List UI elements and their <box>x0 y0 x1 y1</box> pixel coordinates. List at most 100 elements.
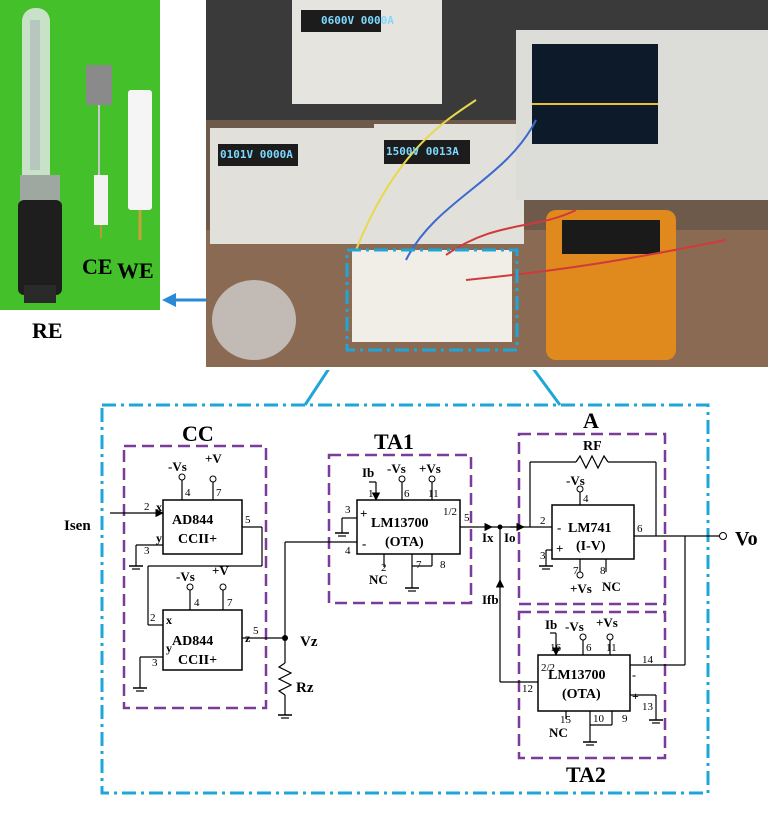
svg-text:7: 7 <box>227 597 233 609</box>
svg-text:+: + <box>632 689 639 703</box>
ad844-bot-sub: CCII+ <box>178 653 217 668</box>
ad844-bot-box <box>162 609 243 671</box>
lm741-sub: (I-V) <box>576 539 606 554</box>
svg-text:11: 11 <box>428 488 439 500</box>
svg-text:5: 5 <box>464 512 470 524</box>
svg-text:10: 10 <box>593 713 605 725</box>
ta1-neg: -Vs <box>387 461 406 476</box>
supply-top-display: 0600V 0000A <box>321 14 394 27</box>
rf-label: RF <box>583 439 602 454</box>
amp-title: A <box>583 408 599 433</box>
svg-text:14: 14 <box>642 654 654 666</box>
svg-text:9: 9 <box>622 713 628 725</box>
ad844-top-neg: -Vs <box>168 459 187 474</box>
ta1-ib: Ib <box>362 465 374 480</box>
ta2-sub: (OTA) <box>562 687 601 702</box>
ta1-sub: (OTA) <box>385 535 424 550</box>
ta2-name: LM13700 <box>548 668 606 683</box>
amp-block <box>517 432 667 606</box>
cc-title: CC <box>182 421 214 446</box>
svg-text:-: - <box>557 520 561 535</box>
svg-text:11: 11 <box>606 642 617 654</box>
supply-left-display: 0101V 0000A <box>220 148 293 161</box>
cc-block <box>122 444 268 710</box>
ta1-box <box>356 499 461 555</box>
lm741-box <box>551 504 635 560</box>
svg-text:7: 7 <box>216 487 222 499</box>
ad844-top-name: AD844 <box>172 513 213 528</box>
svg-text:12: 12 <box>522 683 533 695</box>
svg-text:1/2: 1/2 <box>443 506 457 518</box>
ad844-bot-neg: -Vs <box>176 569 195 584</box>
svg-text:16: 16 <box>550 642 562 654</box>
svg-text:y: y <box>166 641 172 655</box>
svg-text:6: 6 <box>404 488 410 500</box>
ta2-nc: NC <box>549 725 568 740</box>
ta2-block <box>517 610 667 760</box>
outer-frame <box>100 403 710 795</box>
ta2-pos: +Vs <box>596 615 618 630</box>
lm741-nc: NC <box>602 579 621 594</box>
svg-text:3: 3 <box>540 550 546 562</box>
svg-text:2: 2 <box>144 501 150 513</box>
svg-text:3: 3 <box>144 545 150 557</box>
svg-text:2: 2 <box>150 612 156 624</box>
lm741-neg: -Vs <box>566 473 585 488</box>
ix-label: Ix <box>482 530 494 545</box>
electrode-photo: CE WE <box>0 0 160 310</box>
isen-label: Isen <box>64 518 91 534</box>
svg-text:13: 13 <box>642 701 654 713</box>
io-label: Io <box>504 530 516 545</box>
svg-text:2/2: 2/2 <box>541 662 555 674</box>
svg-text:5: 5 <box>245 514 251 526</box>
photo-arrow-icon <box>162 293 206 307</box>
ad844-top-pos: +V <box>205 451 222 466</box>
svg-text:2: 2 <box>540 515 546 527</box>
ta1-nc: NC <box>369 572 388 587</box>
ta2-neg: -Vs <box>565 619 584 634</box>
ad844-bot-name: AD844 <box>172 634 213 649</box>
ad844-top-sub: CCII+ <box>178 532 217 547</box>
vz-label: Vz <box>300 634 318 650</box>
svg-text:4: 4 <box>185 487 191 499</box>
svg-text:4: 4 <box>583 493 589 505</box>
svg-text:x: x <box>156 500 162 514</box>
ifb-label: Ifb <box>482 592 499 607</box>
supply-right-display: 1500V 0013A <box>386 145 459 158</box>
svg-text:3: 3 <box>152 657 158 669</box>
svg-text:z: z <box>245 631 251 645</box>
svg-text:7: 7 <box>416 559 422 571</box>
ta1-title: TA1 <box>374 429 414 454</box>
svg-text:5: 5 <box>253 625 259 637</box>
svg-text:8: 8 <box>440 559 446 571</box>
ta1-pos: +Vs <box>419 461 441 476</box>
lm741-pos: +Vs <box>570 581 592 596</box>
circuit-schematic: CC TA1 A TA2 AD844 CCII+ -Vs +V 4 7 2 x … <box>64 370 758 795</box>
svg-text:7: 7 <box>573 565 579 577</box>
svg-text:y: y <box>156 531 162 545</box>
svg-text:1: 1 <box>368 488 374 500</box>
ta1-block <box>327 453 473 605</box>
svg-text:+: + <box>360 506 367 521</box>
svg-text:-: - <box>632 668 636 682</box>
svg-text:+: + <box>556 541 563 556</box>
svg-text:6: 6 <box>637 523 643 535</box>
svg-text:4: 4 <box>194 597 200 609</box>
svg-text:4: 4 <box>345 545 351 557</box>
re-label: RE <box>32 318 63 343</box>
ad844-bot-pos: +V <box>212 563 229 578</box>
ta2-box <box>537 654 631 712</box>
lm741-name: LM741 <box>568 521 612 536</box>
lab-setup-photo: 0600V 0000A 0101V 0000A 1500V 0013A <box>206 0 768 367</box>
svg-text:-: - <box>362 536 366 551</box>
we-label: WE <box>117 258 154 283</box>
ta1-name: LM13700 <box>371 516 429 531</box>
svg-text:6: 6 <box>586 642 592 654</box>
vo-label: Vo <box>735 528 758 550</box>
svg-text:2: 2 <box>381 562 387 574</box>
rz-label: Rz <box>296 680 314 696</box>
ce-label: CE <box>82 254 113 279</box>
svg-text:3: 3 <box>345 504 351 516</box>
svg-text:x: x <box>166 613 172 627</box>
ta2-ib: Ib <box>545 617 557 632</box>
